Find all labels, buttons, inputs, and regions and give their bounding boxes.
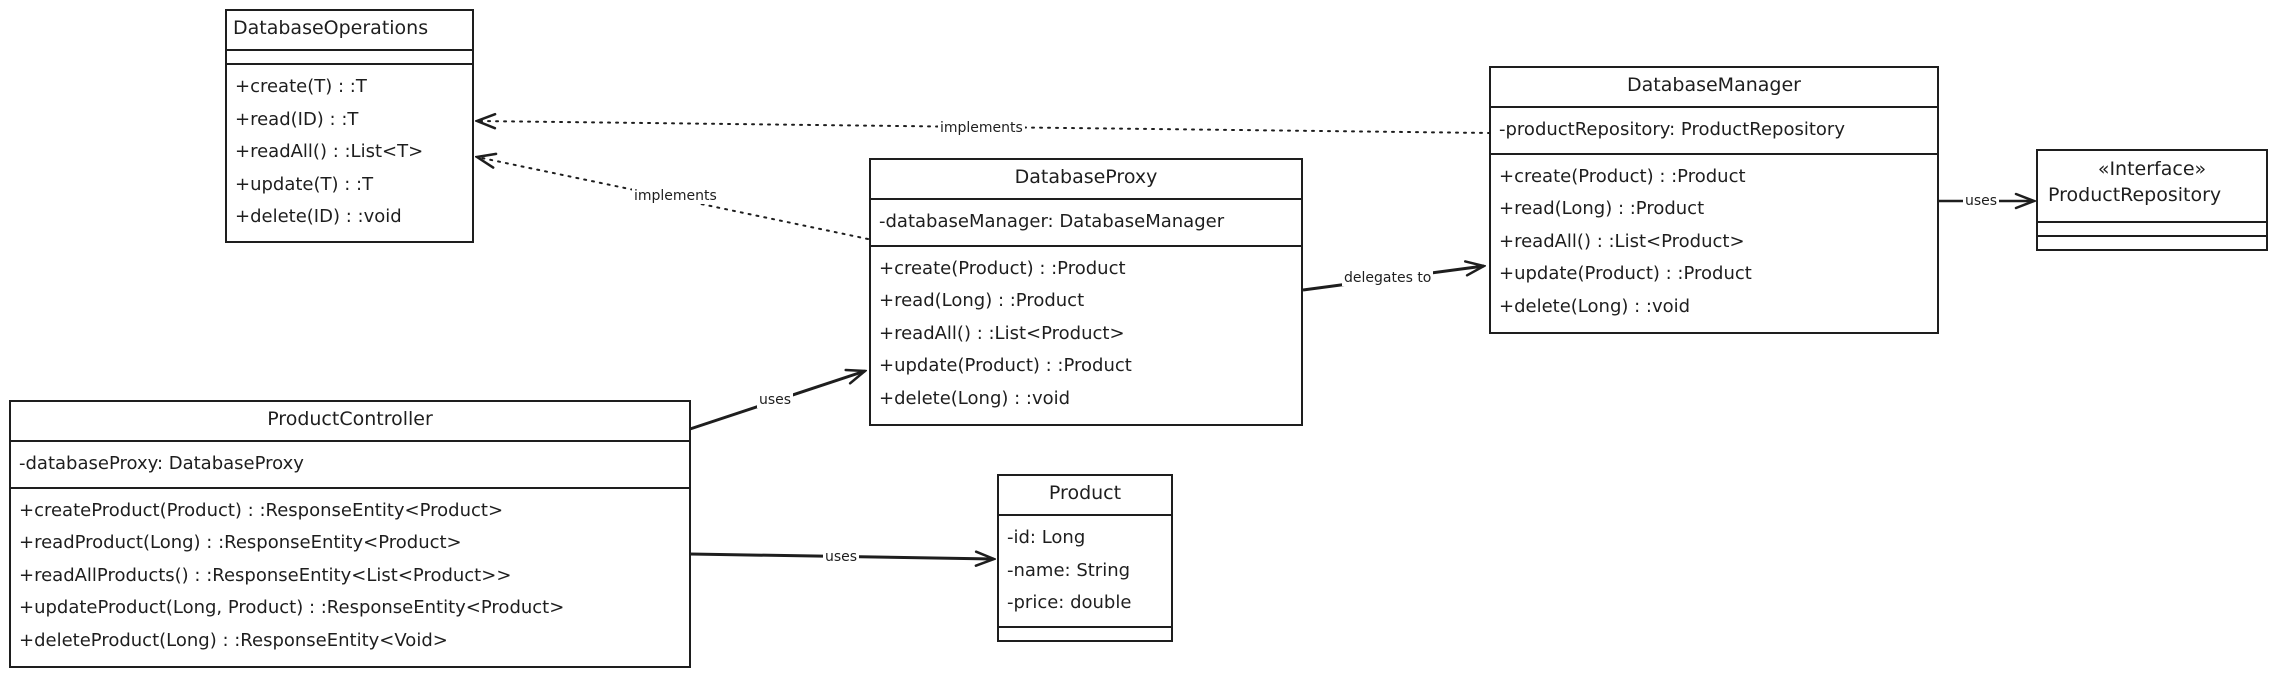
operations-list: +create(Product) : :Product +read(Long) … xyxy=(871,247,1301,422)
operation: +delete(ID) : :void xyxy=(235,206,402,227)
controller-uses-proxy-label: uses xyxy=(757,392,794,408)
attributes-empty xyxy=(227,51,472,65)
class-name: DatabaseOperations xyxy=(227,11,472,51)
operation: +delete(Long) : :void xyxy=(1499,295,1691,317)
operation: +readAll() : :List<Product> xyxy=(1499,230,1745,252)
operation: +read(ID) : :T xyxy=(235,108,359,130)
operations-list: +create(Product) : :Product +read(Long) … xyxy=(1491,155,1937,330)
attributes-list: -databaseProxy: DatabaseProxy xyxy=(11,442,689,489)
attribute: -productRepository: ProductRepository xyxy=(1499,119,1845,140)
class-database-proxy[interactable]: DatabaseProxy -databaseManager: Database… xyxy=(869,158,1303,426)
operation: +readProduct(Long) : :ResponseEntity<Pro… xyxy=(19,532,462,553)
class-name: DatabaseProxy xyxy=(871,160,1301,200)
operations-list: +createProduct(Product) : :ResponseEntit… xyxy=(11,489,689,664)
operations-empty xyxy=(999,628,1171,638)
operation: +update(T) : :T xyxy=(235,173,374,195)
operation: +readAll() : :List<Product> xyxy=(879,322,1125,344)
operation: +create(Product) : :Product xyxy=(879,257,1126,279)
operation: +readAllProducts() : :ResponseEntity<Lis… xyxy=(19,564,512,586)
operation: +readAll() : :List<T> xyxy=(235,141,424,162)
attributes-list: -id: Long -name: String -price: double xyxy=(999,516,1171,628)
attribute: -id: Long xyxy=(1007,527,1086,548)
operations-list: +create(T) : :T +read(ID) : :T +readAll(… xyxy=(227,65,472,240)
operation: +delete(Long) : :void xyxy=(879,387,1071,409)
class-header: «Interface» ProductRepository xyxy=(2038,151,2266,223)
operation: +updateProduct(Long, Product) : :Respons… xyxy=(19,597,565,618)
manager-uses-repo-label: uses xyxy=(1963,193,2000,209)
attribute: -price: double xyxy=(1007,592,1132,613)
attribute: -name: String xyxy=(1007,559,1131,581)
proxy-implements-label: implements xyxy=(632,188,719,204)
operation: +create(T) : :T xyxy=(235,76,367,97)
manager-implements-label: implements xyxy=(938,120,1025,136)
operation: +update(Product) : :Product xyxy=(879,355,1132,376)
attributes-list: -databaseManager: DatabaseManager xyxy=(871,200,1301,247)
attributes-empty xyxy=(2038,223,2266,237)
operations-empty xyxy=(2038,237,2266,247)
operation: +create(Product) : :Product xyxy=(1499,165,1746,187)
operation: +update(Product) : :Product xyxy=(1499,263,1752,284)
operation: +read(Long) : :Product xyxy=(1499,198,1705,219)
class-name: ProductRepository xyxy=(2048,184,2222,206)
class-stereotype: «Interface» xyxy=(2097,158,2207,180)
operation: +deleteProduct(Long) : :ResponseEntity<V… xyxy=(19,629,448,651)
class-database-manager[interactable]: DatabaseManager -productRepository: Prod… xyxy=(1489,66,1939,334)
class-product-controller[interactable]: ProductController -databaseProxy: Databa… xyxy=(9,400,691,668)
operation: +read(Long) : :Product xyxy=(879,290,1085,311)
attributes-list: -productRepository: ProductRepository xyxy=(1491,108,1937,155)
class-database-operations[interactable]: DatabaseOperations +create(T) : :T +read… xyxy=(225,9,474,243)
attribute: -databaseProxy: DatabaseProxy xyxy=(19,453,304,474)
attribute: -databaseManager: DatabaseManager xyxy=(879,211,1225,232)
controller-uses-product-label: uses xyxy=(823,549,860,565)
class-name: DatabaseManager xyxy=(1491,68,1937,108)
class-product-repository[interactable]: «Interface» ProductRepository xyxy=(2036,149,2268,251)
class-name: ProductController xyxy=(11,402,689,442)
operation: +createProduct(Product) : :ResponseEntit… xyxy=(19,499,504,521)
class-name: Product xyxy=(999,476,1171,516)
proxy-delegates-label: delegates to xyxy=(1342,270,1434,286)
class-product[interactable]: Product -id: Long -name: String -price: … xyxy=(997,474,1173,642)
